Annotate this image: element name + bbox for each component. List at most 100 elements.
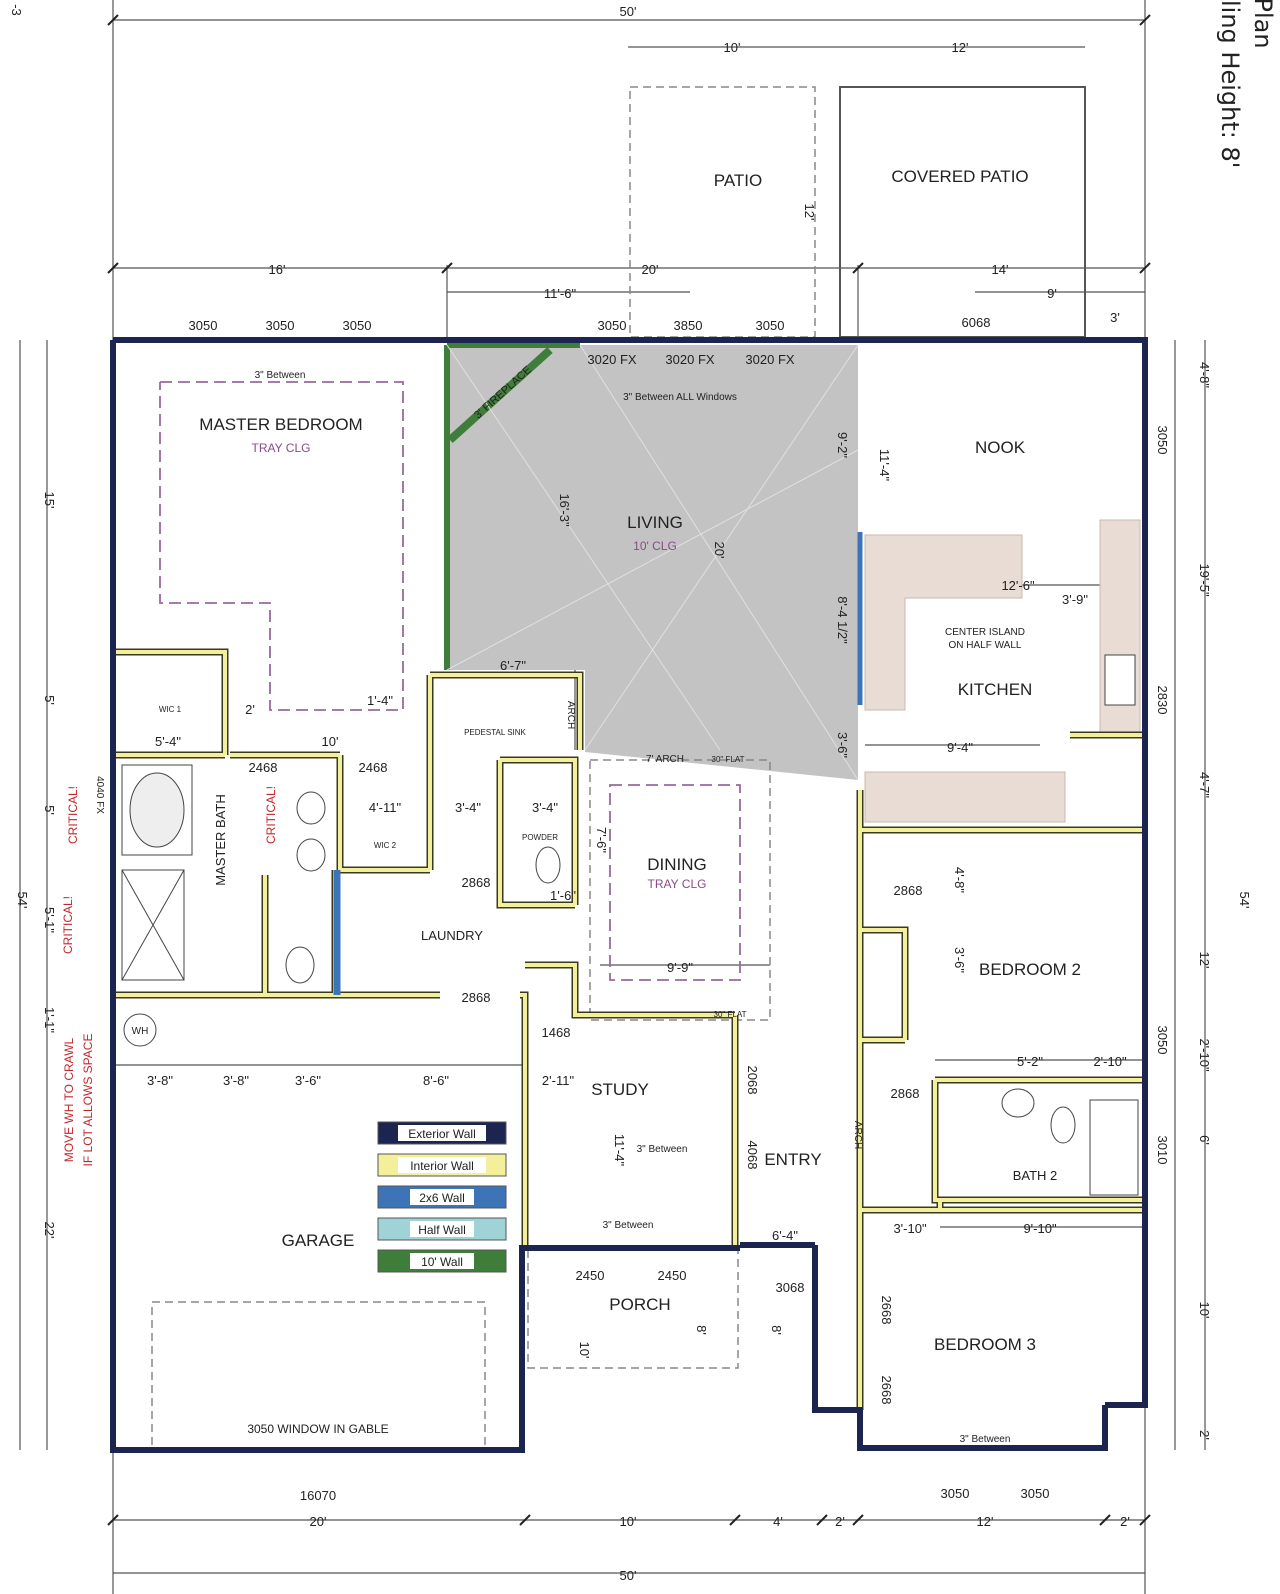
svg-text:1468: 1468 <box>542 1025 571 1040</box>
svg-text:3010: 3010 <box>1155 1136 1170 1165</box>
svg-text:ARCH: ARCH <box>565 701 576 729</box>
svg-text:2468: 2468 <box>249 760 278 775</box>
svg-text:1'-4": 1'-4" <box>367 693 393 708</box>
svg-text:ON HALF WALL: ON HALF WALL <box>949 640 1022 651</box>
svg-text:1'-6": 1'-6" <box>550 888 576 903</box>
svg-text:3" Between ALL Windows: 3" Between ALL Windows <box>623 392 737 403</box>
svg-text:Half Wall: Half Wall <box>418 1223 466 1237</box>
left-fragment: -3 <box>9 4 24 16</box>
svg-text:2868: 2868 <box>462 990 491 1005</box>
master-bedroom-label: MASTER BEDROOM <box>199 415 362 434</box>
svg-text:3': 3' <box>1110 310 1120 325</box>
entry-label: ENTRY <box>764 1150 821 1169</box>
svg-text:22': 22' <box>42 1222 57 1239</box>
svg-text:30" FLAT: 30" FLAT <box>712 755 745 764</box>
svg-text:3'-4": 3'-4" <box>532 800 558 815</box>
garage-label: GARAGE <box>282 1231 355 1250</box>
svg-text:3050: 3050 <box>1155 426 1170 455</box>
svg-text:8'-4 1/2": 8'-4 1/2" <box>835 596 850 644</box>
svg-text:5': 5' <box>42 805 57 815</box>
svg-text:4'-8": 4'-8" <box>1197 362 1212 388</box>
svg-text:8': 8' <box>769 1325 784 1335</box>
svg-text:4'-8": 4'-8" <box>952 867 967 893</box>
living-label: LIVING <box>627 513 683 532</box>
ceiling-height-title: ling Height: 8' <box>1216 0 1244 168</box>
svg-text:4040 FX: 4040 FX <box>94 776 105 814</box>
svg-text:10': 10' <box>322 734 339 749</box>
svg-text:9': 9' <box>1047 286 1057 301</box>
svg-text:3'-4": 3'-4" <box>455 800 481 815</box>
wic2-label: WIC 2 <box>374 841 397 850</box>
svg-text:15': 15' <box>42 492 57 509</box>
svg-text:3050 WINDOW IN GABLE: 3050 WINDOW IN GABLE <box>247 1422 388 1436</box>
master-bath-label: MASTER BATH <box>213 794 228 886</box>
svg-text:10': 10' <box>724 40 741 55</box>
svg-text:3050: 3050 <box>1021 1486 1050 1501</box>
covered-patio-label: COVERED PATIO <box>891 167 1028 186</box>
bedroom2-label: BEDROOM 2 <box>979 960 1081 979</box>
svg-text:5'-4": 5'-4" <box>155 734 181 749</box>
svg-text:3050: 3050 <box>941 1486 970 1501</box>
svg-text:50': 50' <box>620 4 637 19</box>
svg-text:2'-10": 2'-10" <box>1093 1054 1127 1069</box>
svg-text:Exterior Wall: Exterior Wall <box>408 1127 476 1141</box>
svg-text:CENTER ISLAND: CENTER ISLAND <box>945 627 1025 638</box>
svg-text:3050: 3050 <box>756 318 785 333</box>
floor-plan-title-fragment: r Plan <box>1249 0 1277 49</box>
svg-text:3'-9": 3'-9" <box>1062 592 1088 607</box>
svg-text:6'-4": 6'-4" <box>772 1228 798 1243</box>
svg-text:2'-11": 2'-11" <box>542 1073 575 1088</box>
svg-text:WIC 1: WIC 1 <box>159 705 182 714</box>
svg-text:3" Between: 3" Between <box>960 1434 1011 1445</box>
svg-text:10': 10' <box>1197 1302 1212 1319</box>
svg-text:PEDESTAL SINK: PEDESTAL SINK <box>464 728 526 737</box>
svg-text:2668: 2668 <box>879 1376 894 1405</box>
svg-text:3050: 3050 <box>598 318 627 333</box>
svg-text:10' CLG: 10' CLG <box>633 539 677 553</box>
svg-text:3'-8": 3'-8" <box>147 1073 173 1088</box>
svg-text:CRITICAL!: CRITICAL! <box>61 896 75 954</box>
svg-text:3020 FX: 3020 FX <box>665 352 714 367</box>
svg-text:CRITICAL!: CRITICAL! <box>264 786 278 844</box>
notes: 3" Between 3" Between ALL Windows 3" Bet… <box>61 370 1010 1445</box>
svg-text:9'-9": 9'-9" <box>667 960 693 975</box>
bath2-label: BATH 2 <box>1013 1168 1058 1183</box>
svg-text:6068: 6068 <box>962 315 991 330</box>
svg-text:16'-3": 16'-3" <box>557 493 572 527</box>
svg-text:TRAY CLG: TRAY CLG <box>648 877 707 891</box>
garage-parking-outline <box>151 1301 486 1451</box>
room-labels: PATIO COVERED PATIO MASTER BEDROOM TRAY … <box>132 167 1081 1436</box>
svg-text:8'-6": 8'-6" <box>423 1073 449 1088</box>
svg-text:2468: 2468 <box>359 760 388 775</box>
bath2-tub-icon <box>1089 1099 1139 1196</box>
svg-text:12': 12' <box>977 1514 994 1529</box>
svg-text:10' Wall: 10' Wall <box>421 1255 463 1269</box>
svg-text:1'-1": 1'-1" <box>42 1007 57 1033</box>
svg-text:3068: 3068 <box>776 1280 805 1295</box>
legend-item-interior-wall: Interior Wall <box>377 1153 507 1177</box>
svg-text:2': 2' <box>245 702 255 717</box>
svg-text:MOVE WH TO CRAWL: MOVE WH TO CRAWL <box>62 1037 76 1162</box>
svg-text:2868: 2868 <box>462 875 491 890</box>
svg-text:2': 2' <box>1120 1514 1130 1529</box>
svg-text:2': 2' <box>1197 1430 1212 1440</box>
svg-text:4': 4' <box>773 1514 783 1529</box>
svg-text:3'-8": 3'-8" <box>223 1073 249 1088</box>
svg-text:3050: 3050 <box>343 318 372 333</box>
study-label: STUDY <box>591 1080 649 1099</box>
svg-text:Interior Wall: Interior Wall <box>410 1159 474 1173</box>
dining-tray-ceiling <box>609 784 741 981</box>
svg-text:6'-7": 6'-7" <box>500 658 526 673</box>
svg-text:ARCH: ARCH <box>852 1121 863 1149</box>
svg-text:3'-6": 3'-6" <box>295 1073 321 1088</box>
svg-text:7'-6": 7'-6" <box>594 827 609 853</box>
svg-text:54': 54' <box>15 892 30 909</box>
living-area <box>447 345 858 780</box>
laundry-label: LAUNDRY <box>421 928 483 943</box>
sink-icon <box>296 791 326 825</box>
svg-text:7' ARCH: 7' ARCH <box>646 754 684 765</box>
svg-text:54': 54' <box>1237 892 1252 909</box>
svg-text:11'-4": 11'-4" <box>877 449 892 482</box>
svg-text:16': 16' <box>269 262 286 277</box>
